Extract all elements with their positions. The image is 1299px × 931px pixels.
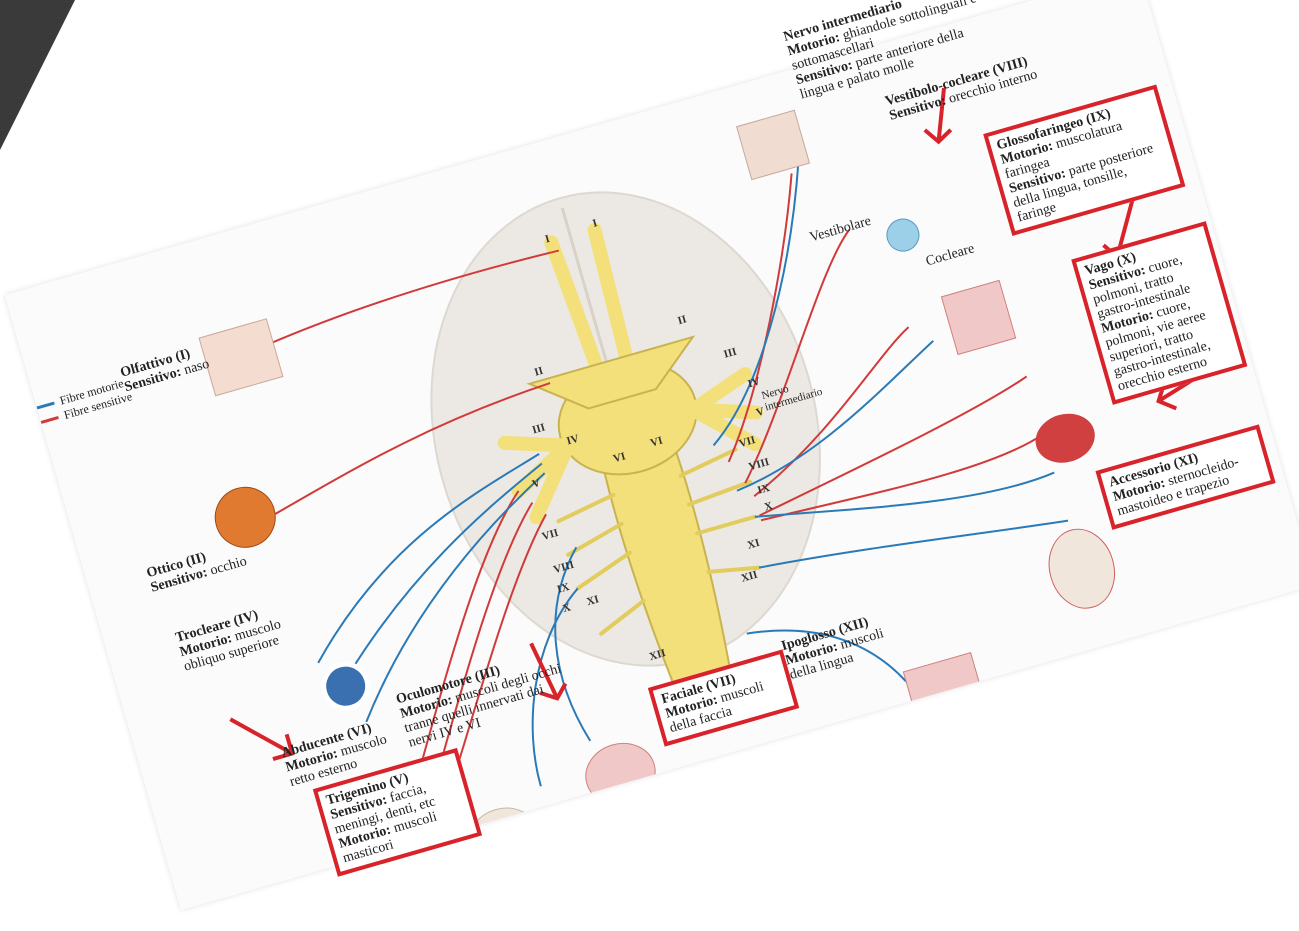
eyeball-muscles-icon [318,659,372,713]
organs-icon [1030,407,1101,470]
tongue-icon [903,653,985,725]
inner-ear-icon [883,215,923,255]
legend-sensory-swatch [41,416,59,424]
legend-motor-swatch [37,402,55,410]
face-muscles-icon [579,735,663,812]
cranial-nerves-diagram: I I II II III III IV IV V V VI VI VII VI… [5,0,1299,910]
dark-corner-shape [0,0,80,200]
neck-muscles-icon [1040,521,1124,616]
throat-icon [941,280,1015,354]
